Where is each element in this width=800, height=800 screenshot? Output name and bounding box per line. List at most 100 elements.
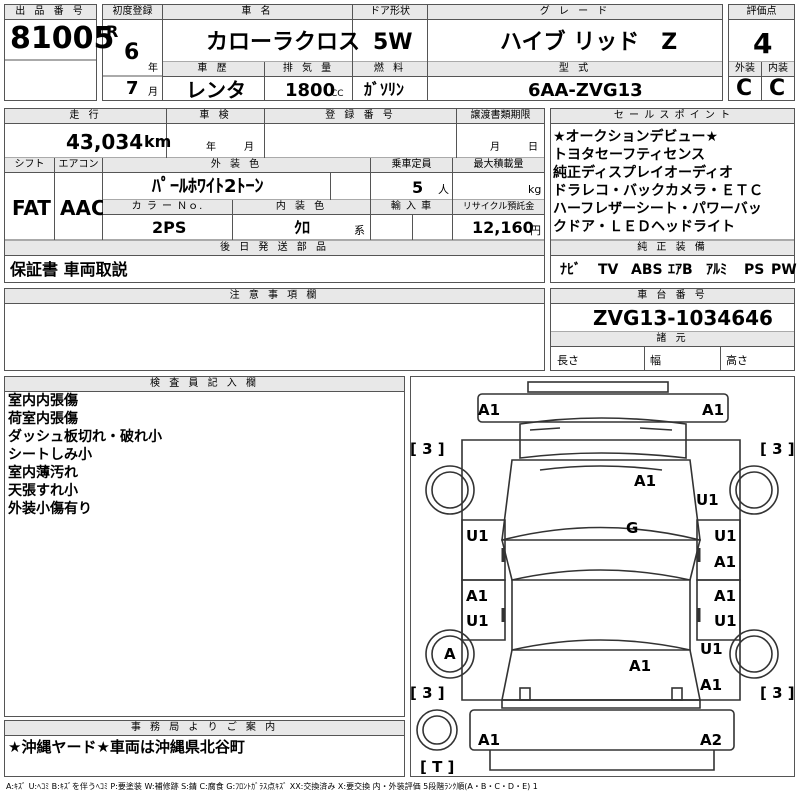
inspector-note: 外装小傷有り — [8, 501, 92, 517]
mark-front-left: A1 — [478, 401, 500, 419]
door-type: 5W — [373, 30, 413, 55]
interior-grade-header: 内装 — [762, 62, 794, 77]
mark-front-right: A1 — [702, 401, 724, 419]
transfer-day-unit: 日 — [528, 142, 538, 153]
mark-right-rear-wheel: U1 — [700, 640, 723, 658]
shift-header: シフト — [5, 158, 54, 173]
seats: 5 — [412, 178, 424, 197]
spare-tire — [416, 709, 458, 751]
history: レンタ — [186, 78, 246, 102]
sales-point-line: ★オークションデビュー★ — [553, 129, 719, 145]
interior-color-unit: 系 — [354, 224, 365, 237]
left-rear-door — [461, 579, 506, 641]
mark-right-front-door-a: U1 — [714, 527, 737, 545]
rear-window — [501, 639, 701, 701]
car-name: カローラクロス — [206, 30, 361, 55]
inspector-note: 荷室内張傷 — [8, 411, 78, 427]
score-header: 評価点 — [729, 5, 794, 20]
mileage: 43,034 — [66, 130, 144, 154]
exterior-grade-header: 外装 — [729, 62, 761, 77]
width-label: 幅 — [650, 354, 661, 367]
registration-month: 7 — [126, 78, 139, 99]
damage-legend: A:ｷｽﾞ U:ﾍｺﾐ B:ｷｽﾞを伴うﾍｺﾐ P:要塗装 W:補修跡 S:錆 … — [6, 782, 538, 791]
later-parts: 保証書 車両取説 — [10, 260, 128, 279]
mark-right-quarter: A1 — [700, 676, 722, 694]
mark-tire-rear-left: [ 3 ] — [410, 684, 445, 702]
equipment-ps: PS — [744, 262, 765, 278]
front-grille-top — [527, 381, 669, 393]
inspection-month-unit: 月 — [244, 142, 254, 153]
era: R — [106, 22, 119, 41]
inspection-header: 車 検 — [167, 109, 264, 124]
first-registration-header: 初度登録 — [103, 5, 162, 20]
height-label: 高さ — [726, 354, 748, 367]
max-load-header: 最大積載量 — [453, 158, 544, 173]
wheel-rear-left — [425, 629, 475, 679]
inspector-note: 室内薄汚れ — [8, 465, 78, 481]
wheel-rear-right — [729, 629, 779, 679]
mark-left-rear-door-a: A1 — [466, 587, 488, 605]
mark-left-rear-door-b: U1 — [466, 612, 489, 630]
mileage-header: 走 行 — [5, 109, 166, 124]
inspector-note: 天張すれ小 — [8, 483, 78, 499]
mark-right-fender: U1 — [696, 491, 719, 509]
interior-grade: C — [769, 76, 786, 101]
interior-color: ｸﾛ — [294, 218, 311, 237]
sales-point-line: トヨタセーフティセンス — [553, 147, 706, 163]
recycle-header: リサイクル預託金 — [453, 200, 544, 215]
equipment-nav: ﾅﾋﾞ — [560, 262, 581, 278]
interior-color-header: 内 装 色 — [233, 200, 370, 215]
score: 4 — [753, 27, 773, 60]
car-name-header: 車 名 — [163, 5, 352, 20]
ac: AAC — [60, 196, 106, 220]
lot-number-header: 出 品 番 号 — [5, 5, 96, 20]
mark-hood: A1 — [634, 472, 656, 490]
chassis-number-header: 車 台 番 号 — [551, 289, 794, 304]
shift: FAT — [12, 196, 51, 220]
equipment-abs: ABS — [631, 262, 663, 278]
grade: ハイブ リッド Z — [500, 30, 678, 55]
displacement: 1800 — [285, 80, 336, 101]
office-notice-header: 事 務 局 よ り ご 案 内 — [5, 721, 404, 736]
load-unit: kg — [528, 183, 542, 196]
fuel-header: 燃 料 — [353, 62, 427, 77]
transfer-month-unit: 月 — [490, 142, 500, 153]
grade-header: グ レ ー ド — [428, 5, 722, 20]
recycle-fee: 12,160 — [472, 218, 534, 237]
car-damage-diagram: A1 A1 [ 3 ] [ 3 ] A1 U1 G U1 U1 A1 A1 U1… — [410, 381, 794, 776]
mark-tire-rear-right: [ 3 ] — [760, 684, 794, 702]
exterior-color: ﾊﾟｰﾙﾎﾜｲﾄ2ﾄｰﾝ — [152, 176, 264, 197]
equipment-airbag: ｴｱB — [668, 262, 693, 278]
mark-right-front-door-b: A1 — [714, 553, 736, 571]
month-unit: 月 — [148, 87, 158, 98]
sales-point-line: ドラレコ・バックカメラ・ＥＴＣ — [553, 183, 763, 199]
front-panel — [519, 417, 687, 459]
inspection-year-unit: 年 — [206, 142, 216, 153]
seats-unit: 人 — [438, 183, 449, 196]
mark-spare: [ T ] — [420, 758, 454, 776]
inspector-note: シートしみ小 — [8, 447, 92, 463]
wheel-front-right — [729, 465, 779, 515]
exterior-grade: C — [736, 76, 753, 101]
year-unit: 年 — [148, 63, 158, 74]
equipment-tv: TV — [598, 262, 619, 278]
door-type-header: ドア形状 — [353, 5, 427, 20]
later-parts-header: 後 日 発 送 部 品 — [5, 241, 544, 256]
sales-point-line: 純正ディスプレイオーディオ — [553, 165, 734, 181]
mark-rear-right: A2 — [700, 731, 722, 749]
color-number-header: カ ラ ー Ｎｏ. — [103, 200, 232, 215]
windshield — [501, 526, 701, 581]
mark-rear-body: A1 — [629, 657, 651, 675]
office-notice: ★沖縄ヤード★車両は沖縄県北谷町 — [8, 738, 245, 756]
model-code: 6AA-ZVG13 — [528, 80, 643, 101]
fuel: ｶﾞｿﾘﾝ — [364, 80, 405, 99]
mark-tire-front-right: [ 3 ] — [760, 440, 794, 458]
front-bumper — [477, 393, 729, 423]
rear-bumper — [469, 709, 735, 751]
equipment-alloy: ｱﾙﾐ — [706, 262, 727, 278]
mark-windshield: G — [626, 519, 638, 537]
cc-unit: CC — [331, 89, 344, 99]
inspector-notes-header: 検 査 員 記 入 欄 — [5, 377, 404, 392]
sales-point-line: クドア・ＬＥＤヘッドライト — [553, 219, 735, 235]
lot-number: 81005 — [10, 21, 115, 56]
